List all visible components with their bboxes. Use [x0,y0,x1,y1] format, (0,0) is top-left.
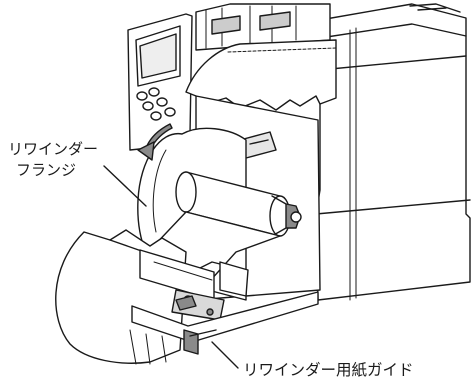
guide-leader-line [211,341,239,369]
leader-lines [103,165,239,369]
flange-leader-line [103,165,147,207]
rewinder-paper-guide [131,291,319,355]
operation-panel [127,13,193,151]
rewinder-paper-guide-label: リワインダー用紙ガイド [243,361,414,379]
rotation-arrow-icon [137,123,173,161]
rewinder-flange-label-line2: フランジ [16,161,77,179]
upper-mechanism [195,3,331,51]
paper-guide-mechanism [139,249,249,321]
printer-housing [315,3,471,301]
rewinder-flange-label-line1: リワインダー [8,140,99,158]
